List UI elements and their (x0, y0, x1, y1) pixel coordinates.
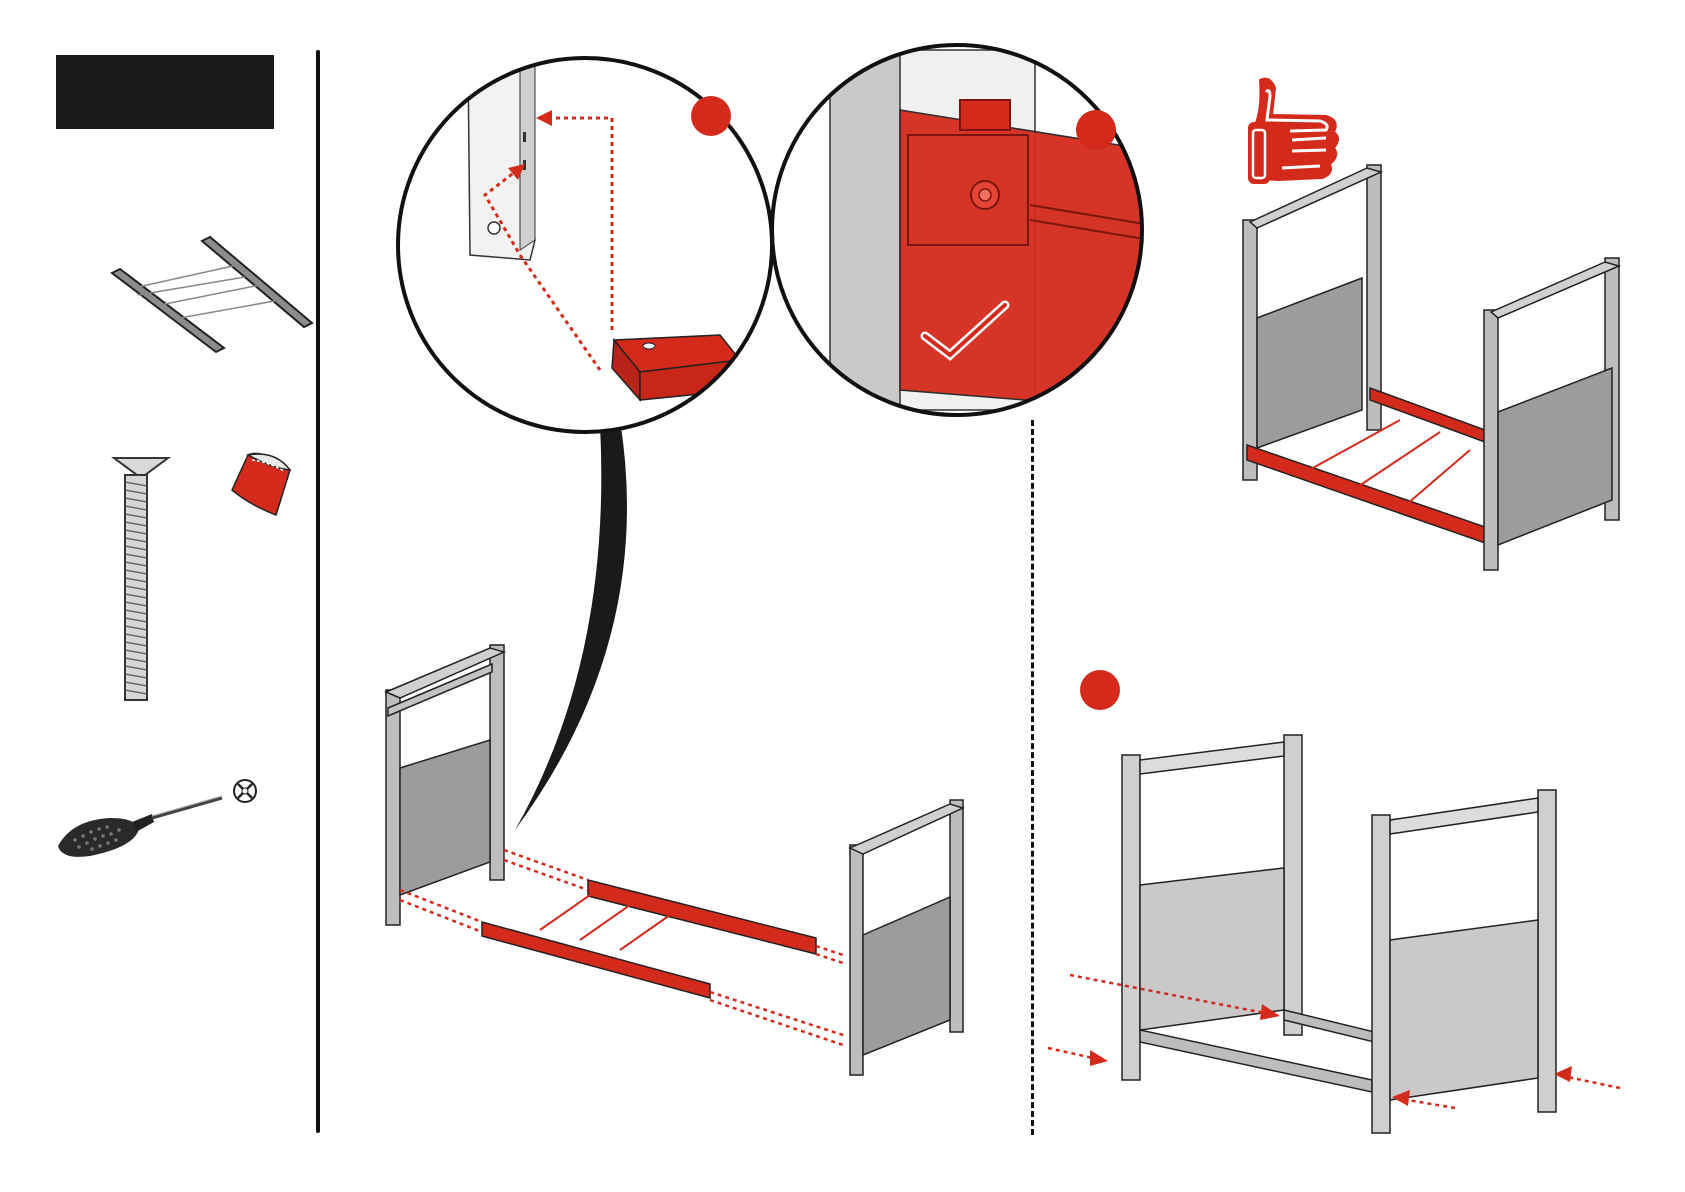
bolt-icon (114, 458, 168, 700)
glue-tape-icon (232, 453, 290, 515)
zoom-detail-1 (398, 58, 772, 432)
screwdriver-icon (58, 796, 222, 857)
phillips-head-icon (234, 780, 256, 802)
bed-base-frame-icon (112, 237, 312, 352)
bolting-bed (1048, 670, 1620, 1133)
zoom-detail-2 (772, 45, 1150, 415)
thumbs-up-icon (1248, 79, 1338, 184)
callout-marker-3 (1080, 670, 1120, 710)
callout-marker-2 (1076, 110, 1116, 150)
callout-marker-1 (691, 96, 731, 136)
exploded-bed-assembly (386, 645, 963, 1075)
callout-leader (515, 420, 627, 830)
assembled-bed (1243, 165, 1619, 570)
